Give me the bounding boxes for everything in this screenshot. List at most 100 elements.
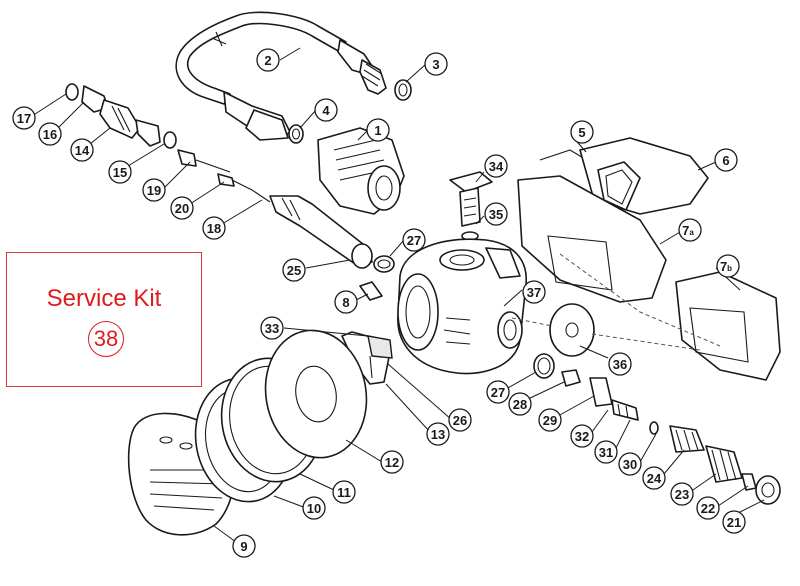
callout-30: 30 <box>618 452 642 476</box>
svg-text:4: 4 <box>322 103 330 118</box>
svg-text:25: 25 <box>287 263 301 278</box>
svg-text:17: 17 <box>17 111 31 126</box>
svg-text:26: 26 <box>453 413 467 428</box>
svg-text:32: 32 <box>575 429 589 444</box>
part-37-housing <box>397 238 527 375</box>
svg-text:6: 6 <box>722 153 729 168</box>
service-kit-box: Service Kit 38 <box>6 252 202 387</box>
callout-badges: 2 3 4 1 5 6 7a 7b 8 9 10 11 12 13 14 15 … <box>12 48 746 558</box>
svg-text:7b: 7b <box>720 259 732 274</box>
callout-29: 29 <box>538 408 562 432</box>
svg-text:9: 9 <box>240 539 247 554</box>
svg-text:27: 27 <box>491 385 505 400</box>
part-28-32-valve-components <box>561 369 705 453</box>
part-27-o-ring-lower <box>533 353 555 379</box>
svg-text:11: 11 <box>337 485 351 500</box>
callout-12: 12 <box>380 450 404 474</box>
part-13-26-lever <box>341 331 393 385</box>
callout-9: 9 <box>232 534 256 558</box>
callout-35: 35 <box>484 202 508 226</box>
svg-text:24: 24 <box>647 471 662 486</box>
part-34-35-cap <box>449 171 493 241</box>
callout-13: 13 <box>426 422 450 446</box>
svg-text:37: 37 <box>527 285 541 300</box>
part-36-exhaust-valve <box>549 303 595 357</box>
callout-26: 26 <box>448 408 472 432</box>
callout-33: 33 <box>260 316 284 340</box>
callout-21: 21 <box>722 510 746 534</box>
svg-text:27: 27 <box>407 233 421 248</box>
svg-text:7a: 7a <box>682 223 694 238</box>
svg-text:31: 31 <box>599 445 613 460</box>
callout-10: 10 <box>302 496 326 520</box>
part-4-o-ring <box>288 124 304 144</box>
callout-16: 16 <box>38 122 62 146</box>
callout-6: 6 <box>714 148 738 172</box>
svg-text:5: 5 <box>578 125 585 140</box>
part-1-hose-protector <box>317 127 405 215</box>
part-21-23-adjustment-knob <box>705 445 781 505</box>
callout-4: 4 <box>314 98 338 122</box>
callout-2: 2 <box>256 48 280 72</box>
callout-36: 36 <box>608 352 632 376</box>
svg-text:23: 23 <box>675 487 689 502</box>
svg-text:13: 13 <box>431 427 445 442</box>
svg-text:1: 1 <box>374 123 381 138</box>
callout-3: 3 <box>424 52 448 76</box>
callout-28: 28 <box>508 392 532 416</box>
svg-text:10: 10 <box>307 501 321 516</box>
callout-25: 25 <box>282 258 306 282</box>
svg-text:22: 22 <box>701 501 715 516</box>
callout-1: 1 <box>366 118 390 142</box>
svg-text:21: 21 <box>727 515 741 530</box>
svg-text:29: 29 <box>543 413 557 428</box>
svg-text:30: 30 <box>623 457 637 472</box>
part-7b-cover <box>675 271 781 381</box>
assembly-guide-lines <box>511 253 721 351</box>
callout-34: 34 <box>484 154 508 178</box>
svg-text:8: 8 <box>342 295 349 310</box>
svg-text:12: 12 <box>385 455 399 470</box>
callout-7a: 7a <box>678 218 702 242</box>
callout-24: 24 <box>642 466 666 490</box>
svg-text:16: 16 <box>43 127 57 142</box>
svg-text:15: 15 <box>113 165 127 180</box>
svg-text:36: 36 <box>613 357 627 372</box>
svg-text:14: 14 <box>75 143 90 158</box>
svg-text:3: 3 <box>432 57 439 72</box>
part-3-o-ring <box>394 79 412 101</box>
callout-27-lower: 27 <box>486 380 510 404</box>
callout-23: 23 <box>670 482 694 506</box>
callout-22: 22 <box>696 496 720 520</box>
callout-20: 20 <box>170 196 194 220</box>
service-kit-number: 38 <box>88 321 124 357</box>
svg-text:18: 18 <box>207 221 221 236</box>
svg-text:2: 2 <box>264 53 271 68</box>
part-2-hose <box>175 11 387 141</box>
callout-7b: 7b <box>716 254 740 278</box>
svg-text:28: 28 <box>513 397 527 412</box>
callout-15: 15 <box>108 160 132 184</box>
callout-17: 17 <box>12 106 36 130</box>
svg-text:19: 19 <box>147 183 161 198</box>
part-18-20-25-valve-tube <box>177 149 373 269</box>
part-12-diaphragm <box>264 329 368 459</box>
callout-18: 18 <box>202 216 226 240</box>
part-8-clip <box>359 281 383 301</box>
svg-text:33: 33 <box>265 321 279 336</box>
svg-text:35: 35 <box>489 207 503 222</box>
svg-text:34: 34 <box>489 159 504 174</box>
callout-27-upper: 27 <box>402 228 426 252</box>
callout-37: 37 <box>522 280 546 304</box>
callout-31: 31 <box>594 440 618 464</box>
svg-text:20: 20 <box>175 201 189 216</box>
callout-19: 19 <box>142 178 166 202</box>
callout-5: 5 <box>570 120 594 144</box>
part-7a-cover <box>517 175 667 303</box>
service-kit-title: Service Kit <box>46 285 162 312</box>
part-27-o-ring-upper <box>373 255 395 273</box>
callout-11: 11 <box>332 480 356 504</box>
callout-32: 32 <box>570 424 594 448</box>
